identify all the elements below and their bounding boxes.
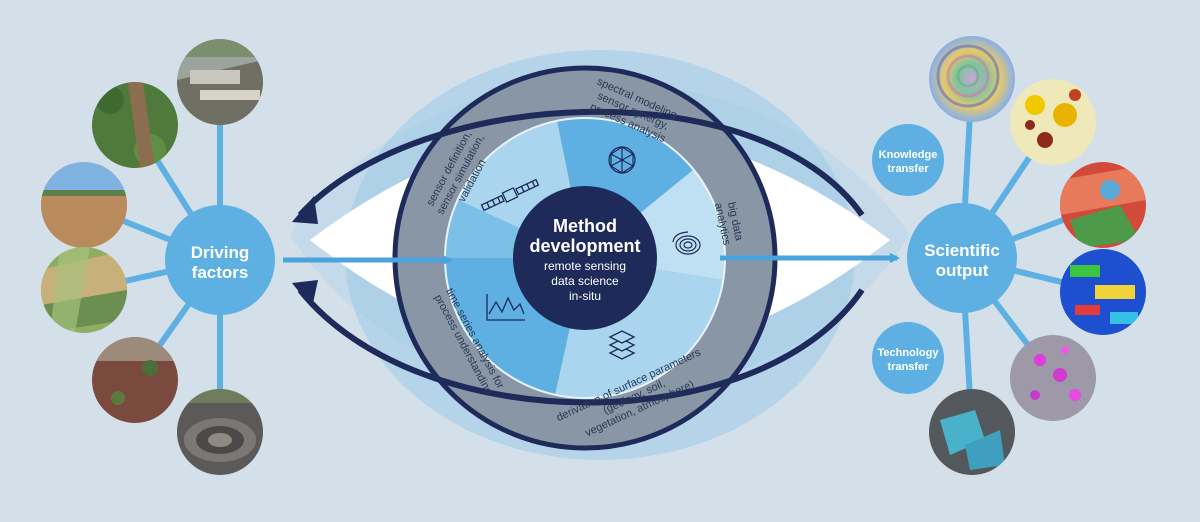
lower-arrowhead [292, 280, 318, 308]
center-sub-3: in-situ [569, 289, 601, 303]
image-interferogram [929, 36, 1015, 122]
center-title-2: development [529, 236, 640, 256]
knowledge-transfer-bubble [872, 124, 944, 196]
photo-patchwork-farmland [41, 247, 127, 333]
geodesic-sphere-icon [608, 146, 636, 174]
image-yellow-map [1010, 79, 1096, 165]
satellite-icon [480, 178, 540, 212]
technology-transfer-line1: Technology [878, 347, 940, 359]
knowledge-transfer-line1: Knowledge [879, 149, 938, 161]
image-red-land-cover [1060, 162, 1146, 248]
photo-forest-ravine [92, 82, 178, 168]
technology-transfer-line2: transfer [888, 361, 930, 373]
scientific-output-hub [907, 203, 1017, 313]
scientific-output-line2: output [936, 261, 989, 280]
center-sub-1: remote sensing [544, 259, 626, 273]
scientific-output-line1: Scientific [924, 241, 1000, 260]
lower-eyelid [297, 288, 865, 406]
image-cyan-overlay [929, 389, 1015, 475]
upper-arrowhead [292, 196, 318, 224]
driving-factors-line2: factors [192, 263, 249, 282]
line-graph-icon [486, 294, 525, 321]
center-circle [513, 186, 657, 330]
fingerprint-icon [672, 231, 701, 255]
driving-factors-line1: Driving [191, 243, 250, 262]
image-blue-classification [1060, 249, 1146, 335]
photo-heath-landscape [92, 337, 178, 423]
knowledge-transfer-line2: transfer [888, 163, 930, 175]
photo-dry-field [41, 162, 127, 248]
photo-open-pit-mine [177, 389, 263, 475]
photo-flood-damage [177, 39, 263, 125]
center-title-1: Method [553, 216, 617, 236]
image-magenta-points [1010, 335, 1096, 421]
center-sub-2: data science [551, 274, 619, 288]
layers-icon [608, 330, 636, 360]
driving-factors-hub [165, 205, 275, 315]
upper-eyelid [297, 108, 865, 218]
technology-transfer-bubble [872, 322, 944, 394]
